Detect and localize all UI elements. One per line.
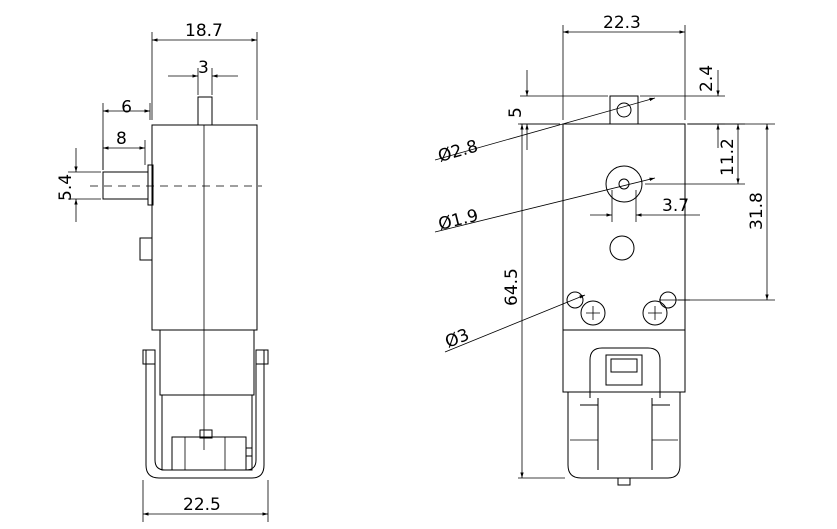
dim-dia-2-8: Ø2.8 — [436, 136, 480, 166]
dim-18-7: 18.7 — [185, 21, 223, 41]
side-bracket — [145, 350, 265, 479]
dim-22-5: 22.5 — [183, 495, 221, 515]
side-view: 18.7 3 9 8 5.4 22.5 — [56, 21, 269, 522]
dim-dia-1-9: Ø1.9 — [436, 206, 480, 235]
side-body — [151, 124, 258, 331]
dim-31-8: 31.8 — [747, 192, 767, 230]
side-top-shaft — [197, 96, 213, 126]
front-view: 22.3 2.4 5 64.5 11.2 31.8 3.7 — [434, 13, 775, 486]
dim-64-5: 64.5 — [502, 268, 522, 306]
dim-5-4: 5.4 — [56, 174, 76, 201]
dim-dia-3: Ø3 — [442, 325, 472, 353]
dim-3-top: 3 — [198, 58, 209, 78]
side-left-shaft — [102, 171, 149, 200]
dim-8: 8 — [116, 129, 127, 149]
dim-22-3: 22.3 — [603, 13, 641, 33]
dim-11-2: 11.2 — [718, 138, 738, 176]
dim-3-7: 3.7 — [662, 196, 689, 216]
dim-5: 5 — [506, 107, 526, 118]
dim-2-4: 2.4 — [697, 65, 717, 92]
dim-9: 9 — [121, 95, 132, 115]
front-body — [562, 123, 686, 331]
